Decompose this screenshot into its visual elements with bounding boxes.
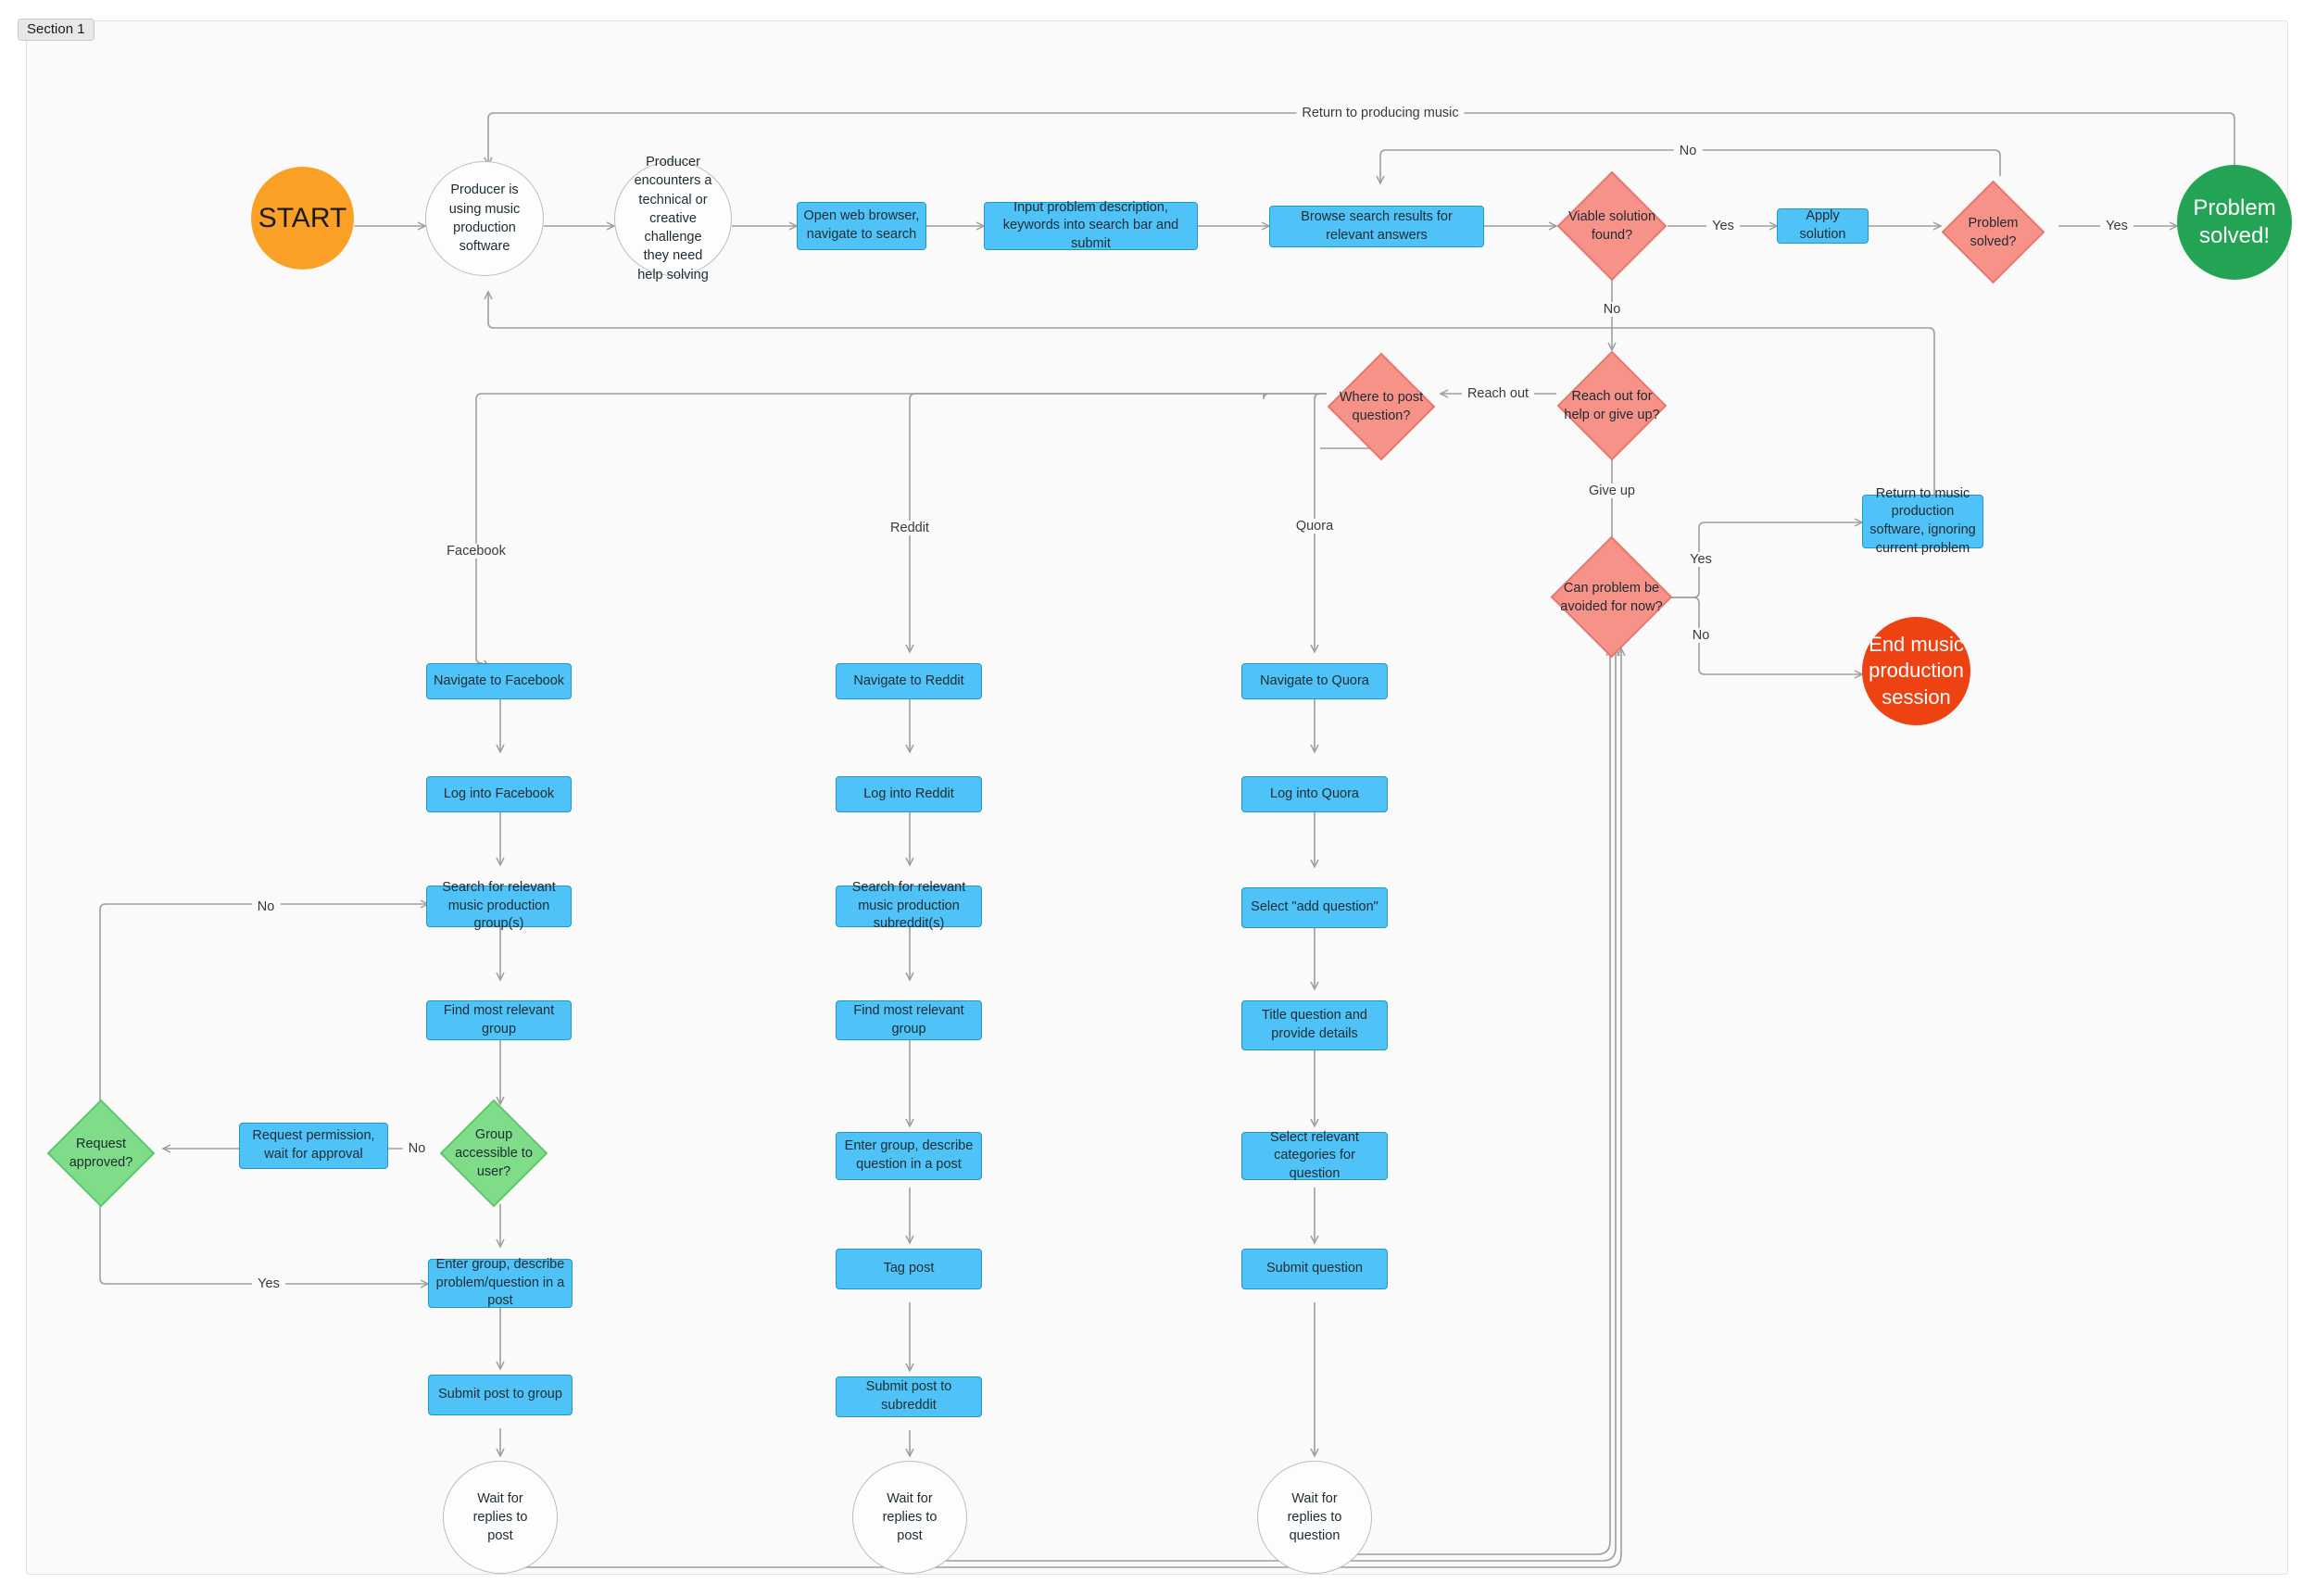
node-label: Group accessible to user?: [455, 1127, 533, 1179]
diamond-shape: [1550, 535, 1673, 659]
node-reach-out-or-give-up[interactable]: Reach out for help or give up?: [1556, 350, 1668, 461]
edge-label-viable-no-down: No: [1597, 302, 1627, 317]
node-label: Problem solved?: [1968, 215, 2019, 249]
node-log-into-quora[interactable]: Log into Quora: [1241, 776, 1388, 812]
node-label: Request approved?: [69, 1137, 133, 1170]
node-end-music-production-session[interactable]: End music production session: [1862, 617, 1970, 725]
node-producer-encounters-challenge[interactable]: Producer encounters a technical or creat…: [614, 155, 732, 283]
node-wait-for-replies-quora[interactable]: Wait for replies to question: [1257, 1461, 1372, 1574]
node-submit-post-to-group[interactable]: Submit post to group: [428, 1375, 573, 1415]
diamond-shape: [46, 1099, 156, 1208]
section-frame: [26, 20, 2288, 1575]
node-search-facebook-groups[interactable]: Search for relevant music production gro…: [426, 880, 572, 931]
node-apply-solution[interactable]: Apply solution: [1777, 208, 1869, 244]
edge-label-groupacc-no: No: [402, 1141, 432, 1156]
node-label: Viable solution found?: [1567, 209, 1656, 243]
node-can-problem-be-avoided[interactable]: Can problem be avoided for now?: [1550, 535, 1673, 659]
edge-label-solved-yes: Yes: [2100, 219, 2133, 233]
edge-label-reach-out: Reach out: [1461, 386, 1535, 401]
edge-label-viable-yes: Yes: [1706, 219, 1740, 233]
node-select-categories[interactable]: Select relevant categories for question: [1241, 1130, 1388, 1181]
node-request-approved[interactable]: Request approved?: [46, 1099, 156, 1208]
diamond-shape: [439, 1099, 548, 1208]
edge-label-approved-no: No: [251, 899, 281, 914]
edge-wheretopost-reddit: [905, 393, 1327, 654]
node-navigate-to-facebook[interactable]: Navigate to Facebook: [426, 663, 572, 699]
node-log-into-reddit[interactable]: Log into Reddit: [836, 776, 982, 812]
node-open-web-browser[interactable]: Open web browser, navigate to search: [797, 202, 926, 250]
node-where-to-post-question[interactable]: Where to post question?: [1327, 352, 1436, 461]
edge-label-avoid-yes: Yes: [1684, 552, 1718, 567]
node-search-subreddits[interactable]: Search for relevant music production sub…: [836, 880, 982, 931]
diamond-shape: [1556, 350, 1668, 461]
edge-label-give-up: Give up: [1583, 484, 1641, 498]
diamond-shape: [1327, 352, 1436, 461]
edge-label-approved-yes: Yes: [252, 1276, 285, 1291]
section-label[interactable]: Section 1: [18, 19, 94, 41]
node-start[interactable]: START: [251, 167, 354, 270]
node-return-to-music-software[interactable]: Return to music production software, ign…: [1862, 486, 1983, 556]
edge-reqapproved-yes-entergroup: [99, 1193, 430, 1288]
node-request-permission[interactable]: Request permission, wait for approval: [239, 1123, 388, 1169]
edge-reqapproved-no-searchfb: [99, 899, 430, 1104]
node-group-accessible-to-user[interactable]: Group accessible to user?: [439, 1099, 548, 1208]
node-submit-question[interactable]: Submit question: [1241, 1249, 1388, 1289]
edge-label-return-producing-music: Return to producing music: [1296, 106, 1465, 120]
edge-label-quora: Quora: [1290, 519, 1340, 534]
edge-label-viable-no: No: [1673, 144, 1703, 158]
node-submit-post-to-subreddit[interactable]: Submit post to subreddit: [836, 1376, 982, 1417]
node-viable-solution-found[interactable]: Viable solution found?: [1556, 170, 1668, 282]
node-enter-group-describe-reddit[interactable]: Enter group, describe question in a post: [836, 1132, 982, 1180]
edge-label-facebook: Facebook: [441, 544, 511, 559]
node-label: Can problem be avoided for now?: [1560, 580, 1663, 614]
node-problem-solved-terminal[interactable]: Problem solved!: [2177, 165, 2292, 280]
edge-return-producing-music: [484, 112, 2235, 167]
node-navigate-to-quora[interactable]: Navigate to Quora: [1241, 663, 1388, 699]
node-select-add-question[interactable]: Select "add question": [1241, 887, 1388, 928]
node-label: Where to post question?: [1339, 390, 1424, 423]
node-wait-for-replies-facebook[interactable]: Wait for replies to post: [443, 1461, 558, 1574]
edge-label-avoid-no: No: [1686, 628, 1716, 643]
edge-returnsw-using: [484, 290, 1935, 495]
node-find-relevant-group-reddit[interactable]: Find most relevant group: [836, 1000, 982, 1040]
node-title-question[interactable]: Title question and provide details: [1241, 1000, 1388, 1050]
node-tag-post[interactable]: Tag post: [836, 1249, 982, 1289]
node-enter-group-describe-facebook[interactable]: Enter group, describe problem/question i…: [428, 1257, 573, 1308]
node-browse-search-results[interactable]: Browse search results for relevant answe…: [1269, 206, 1484, 247]
node-input-problem-description[interactable]: Input problem description, keywords into…: [984, 200, 1198, 251]
edge-label-reddit: Reddit: [885, 521, 935, 535]
node-navigate-to-reddit[interactable]: Navigate to Reddit: [836, 663, 982, 699]
diamond-shape: [1941, 180, 2045, 284]
edge-waitfb-canavoid: [499, 647, 1626, 1568]
node-find-relevant-group-facebook[interactable]: Find most relevant group: [426, 1000, 572, 1040]
node-label: Reach out for help or give up?: [1564, 389, 1660, 422]
node-log-into-facebook[interactable]: Log into Facebook: [426, 776, 572, 812]
node-problem-solved-decision[interactable]: Problem solved?: [1941, 180, 2045, 284]
node-wait-for-replies-reddit[interactable]: Wait for replies to post: [852, 1461, 967, 1574]
diamond-shape: [1556, 170, 1668, 282]
node-producer-using-software[interactable]: Producer is using music production softw…: [425, 161, 544, 276]
